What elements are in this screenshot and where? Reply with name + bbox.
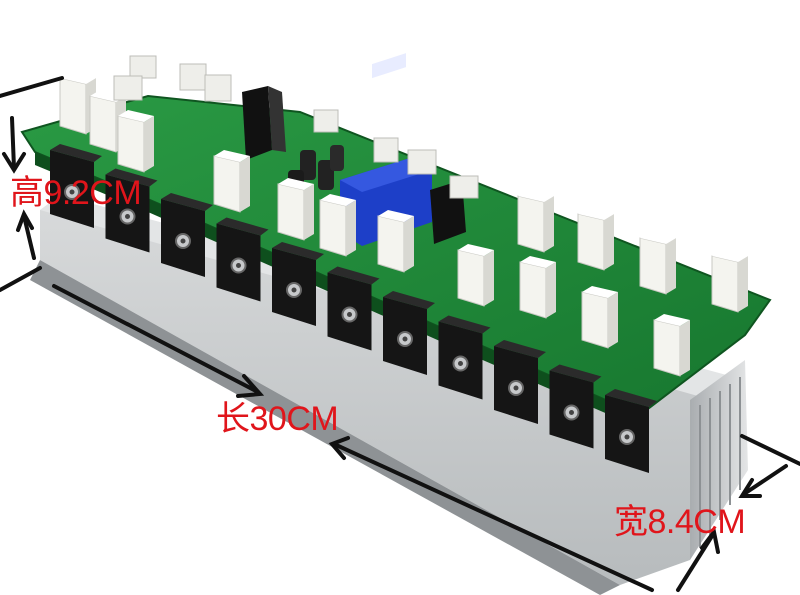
white-resistor	[377, 210, 414, 273]
width-dimension-label: 宽8.4CM	[614, 503, 746, 541]
power-transistor	[549, 364, 602, 449]
dimension-arrows	[0, 76, 800, 592]
white-resistor	[457, 244, 494, 307]
cement-resistor-group	[59, 72, 748, 377]
white-resistor	[519, 256, 556, 319]
power-transistor-row	[50, 144, 657, 473]
length-dimension-label: 长30CM	[216, 400, 339, 438]
white-resistor	[577, 208, 614, 271]
heatsink-front-face	[40, 200, 712, 585]
power-transistor	[494, 340, 546, 424]
power-transistor	[50, 144, 102, 228]
power-transistor	[272, 242, 324, 326]
power-transistor	[161, 193, 213, 277]
power-transistor	[216, 217, 269, 302]
power-transistor	[383, 291, 435, 375]
white-resistor	[277, 178, 314, 241]
white-resistor	[581, 286, 618, 349]
height-dimension-label: 高9.2CM	[10, 174, 142, 212]
power-transistor	[438, 315, 491, 400]
film-capacitors	[113, 55, 479, 199]
power-transistor	[605, 389, 657, 473]
white-resistor	[517, 190, 554, 253]
heatsink-bottom-shadow	[30, 260, 620, 595]
white-resistor	[653, 314, 690, 377]
power-transistor	[105, 168, 158, 253]
white-resistor	[319, 194, 356, 257]
white-resistor	[117, 110, 154, 173]
white-resistor	[711, 250, 748, 313]
white-resistor	[639, 232, 676, 295]
white-resistor	[213, 150, 250, 213]
heatsink-fins	[699, 377, 741, 548]
power-transistor	[327, 266, 380, 351]
